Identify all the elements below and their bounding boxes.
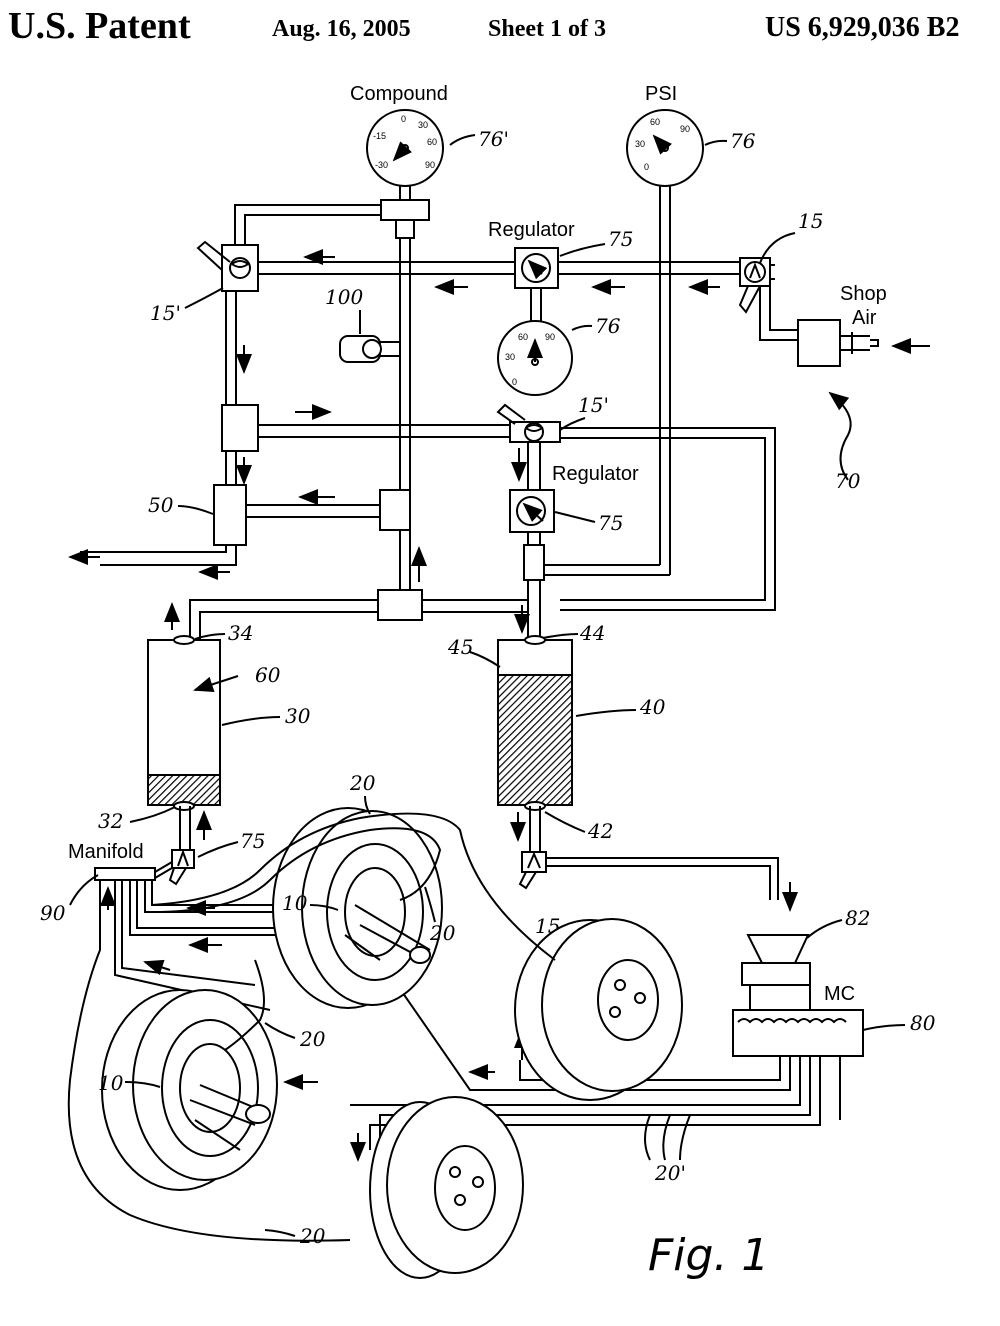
ref-15-prime-top: 15' xyxy=(150,301,181,325)
header-patent-number: US 6,929,036 B2 xyxy=(765,12,960,43)
compound-tick-m15: -15 xyxy=(373,131,386,141)
ref-10-upper: 10 xyxy=(282,891,308,915)
ref-75-lower-left: 75 xyxy=(240,829,265,853)
mid-gauge: 60 90 30 0 xyxy=(497,320,573,396)
compound-label: Compound xyxy=(350,83,448,105)
compound-tick-90: 90 xyxy=(425,160,435,170)
mid-tick-30: 30 xyxy=(505,352,515,362)
ref-42: 42 xyxy=(587,819,613,843)
mid-tick-90: 90 xyxy=(545,332,555,342)
compound-tick-0: 0 xyxy=(401,114,406,124)
figure-label: Fig. 1 xyxy=(648,1230,769,1281)
ref-82: 82 xyxy=(845,906,870,930)
psi-tick-0: 0 xyxy=(644,162,649,172)
ref-45: 45 xyxy=(447,635,473,659)
manifold-label: Manifold xyxy=(68,841,144,863)
tank-40 xyxy=(497,635,573,811)
compound-tick-30: 30 xyxy=(418,120,428,130)
header-date: Aug. 16, 2005 xyxy=(272,16,411,42)
tank-30 xyxy=(147,635,221,811)
ref-50: 50 xyxy=(148,493,174,517)
ref-20-bottom: 20 xyxy=(299,1224,326,1248)
regulator-top-label: Regulator xyxy=(488,219,575,241)
valve-100 xyxy=(339,335,400,363)
ref-15-prime-mid: 15' xyxy=(578,393,609,417)
wheel-right xyxy=(514,918,683,1101)
mid-tick-60: 60 xyxy=(518,332,528,342)
ref-76-psi: 76 xyxy=(730,129,756,153)
compound-gauge: 0 30 -15 60 90 -30 xyxy=(366,109,444,187)
valve-15-prime-top xyxy=(196,240,259,292)
ref-20-prime: 20' xyxy=(654,1161,686,1185)
regulator-lower-label: Regulator xyxy=(552,463,639,485)
ref-90: 90 xyxy=(40,901,66,925)
valve-15-prime-mid xyxy=(496,403,561,443)
manifold xyxy=(94,867,156,881)
ref-20-top: 20 xyxy=(349,771,376,795)
psi-label: PSI xyxy=(645,83,677,105)
wheel-lower-left xyxy=(101,989,278,1191)
psi-tick-60: 60 xyxy=(650,117,660,127)
valve-75-lower-left xyxy=(168,849,195,886)
psi-tick-90: 90 xyxy=(680,124,690,134)
shop-air-coupler xyxy=(797,319,841,367)
valve-50 xyxy=(213,484,247,546)
ref-15-right: 15 xyxy=(798,209,823,233)
ref-34: 34 xyxy=(228,621,253,645)
ref-30: 30 xyxy=(285,704,311,728)
ref-100: 100 xyxy=(325,285,363,309)
ref-32: 32 xyxy=(98,809,123,833)
ref-40: 40 xyxy=(639,695,666,719)
ref-70: 70 xyxy=(835,469,861,493)
ref-20-mid: 20 xyxy=(299,1027,326,1051)
psi-gauge: 60 90 30 0 xyxy=(626,109,704,187)
valve-15-right xyxy=(738,257,771,314)
ref-75-lower: 75 xyxy=(598,511,623,535)
ref-75-top: 75 xyxy=(608,227,633,251)
header-title: U.S. Patent xyxy=(8,5,191,47)
compound-tick-60: 60 xyxy=(427,137,437,147)
ref-44: 44 xyxy=(579,621,605,645)
ref-60: 60 xyxy=(255,663,281,687)
header-sheet: Sheet 1 of 3 xyxy=(488,16,606,42)
wheel-upper-left xyxy=(272,807,443,1009)
ref-80: 80 xyxy=(910,1011,936,1035)
ref-10-lower: 10 xyxy=(98,1071,124,1095)
shop-air-label-1: Shop xyxy=(840,283,887,305)
compound-tick-m30: -30 xyxy=(375,160,388,170)
ref-20-wheel: 20 xyxy=(429,921,456,945)
shop-air-label-2: Air xyxy=(852,307,877,329)
ref-76-prime: 76' xyxy=(478,127,509,151)
ref-76-mid: 76 xyxy=(595,314,621,338)
wheel-bottom xyxy=(369,1096,524,1279)
valve-15-lower xyxy=(518,851,547,890)
master-cylinder xyxy=(732,934,864,1057)
psi-tick-30: 30 xyxy=(635,139,645,149)
mc-label: MC xyxy=(824,983,855,1005)
mid-tick-0: 0 xyxy=(512,377,517,387)
